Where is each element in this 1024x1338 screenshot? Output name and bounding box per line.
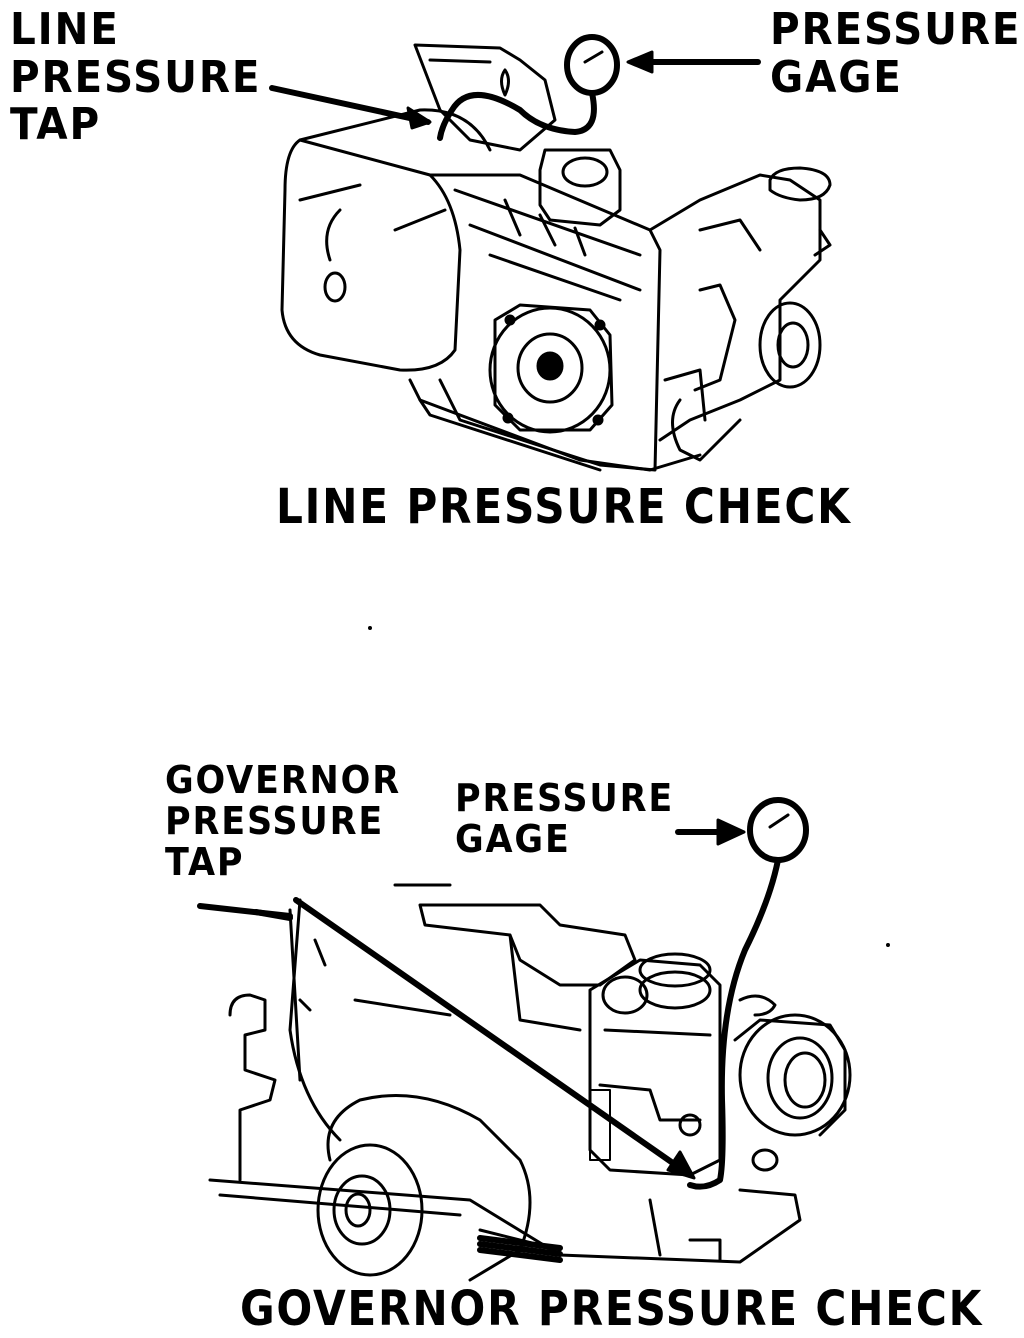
transaxle-bottom-illustration xyxy=(197,797,852,1282)
label-line: GOVERNOR xyxy=(165,758,401,802)
label-line: PRESSURE xyxy=(10,51,262,103)
governor-pressure-tap-label: GOVERNOR PRESSURE TAP xyxy=(165,758,401,885)
label-line: GAGE xyxy=(770,51,903,103)
speck xyxy=(368,626,372,630)
line-pressure-tap-label: LINE PRESSURE TAP xyxy=(10,6,261,149)
line-pressure-check-caption: LINE PRESSURE CHECK xyxy=(276,479,852,535)
label-line: TAP xyxy=(10,99,101,151)
speck xyxy=(886,943,890,947)
top-pressure-gage-label: PRESSURE GAGE xyxy=(770,6,1021,101)
label-line: LINE xyxy=(10,4,120,55)
label-line: TAP xyxy=(165,840,245,885)
bottom-pressure-gage-label: PRESSURE GAGE xyxy=(455,776,675,862)
label-line: PRESSURE xyxy=(165,799,385,844)
transaxle-top-illustration xyxy=(269,34,832,472)
label-line: PRESSURE xyxy=(770,4,1022,55)
governor-pressure-check-caption: GOVERNOR PRESSURE CHECK xyxy=(240,1281,984,1337)
label-line: PRESSURE xyxy=(455,776,675,820)
label-line: GAGE xyxy=(455,817,571,862)
